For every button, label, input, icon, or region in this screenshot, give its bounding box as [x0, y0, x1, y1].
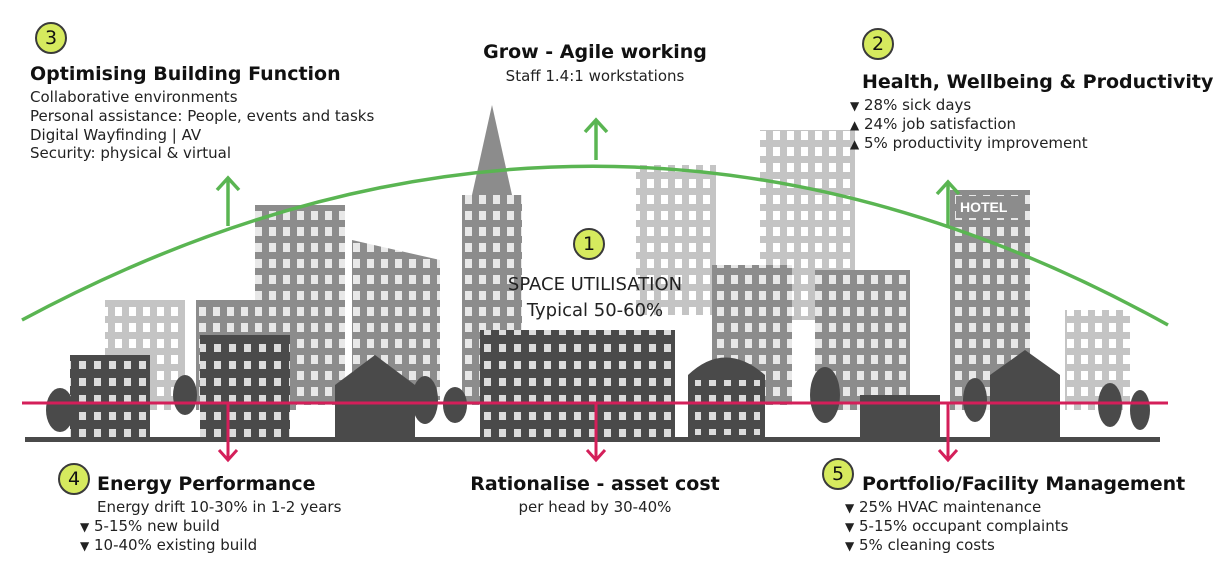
- health-title: Health, Wellbeing & Productivity: [862, 71, 1214, 93]
- badge-5: 5: [822, 458, 854, 490]
- optimising-line-4: Security: physical & virtual: [30, 144, 232, 163]
- optimising-list: Collaborative environments Personal assi…: [30, 88, 374, 163]
- foreground-buildings: [25, 330, 1160, 442]
- badge-3: 3: [35, 22, 67, 54]
- arrow-down-icon: ▼: [845, 519, 855, 534]
- portfolio-item: ▼5-15% occupant complaints: [845, 516, 1069, 535]
- optimising-line-2: Personal assistance: People, events and …: [30, 106, 375, 125]
- rationalise-title: Rationalise - asset cost: [470, 473, 720, 495]
- arrow-down-icon: ▼: [845, 538, 855, 553]
- optimising-line-1: Collaborative environments: [30, 88, 238, 106]
- health-item: ▼28% sick days: [850, 96, 972, 114]
- arrow-down-icon: ▼: [850, 99, 860, 113]
- grow-line: Staff 1.4:1 workstations: [505, 67, 685, 85]
- health-list: ▼28% sick days ▲24% job satisfaction ▲5%…: [850, 96, 1088, 152]
- energy-item: ▼5-15% new build: [80, 516, 220, 535]
- arrow-up-icon: ▲: [850, 136, 860, 151]
- optimising-title: Optimising Building Function: [30, 63, 341, 85]
- portfolio-list: ▼25% HVAC maintenance ▼5-15% occupant co…: [845, 498, 1068, 554]
- arrow-down-icon: ▼: [845, 501, 855, 515]
- energy-title: Energy Performance: [97, 473, 316, 495]
- arrow-down-icon: ▼: [80, 538, 90, 553]
- grow-title: Grow - Agile working: [483, 41, 707, 63]
- arrow-up-icon: ▲: [850, 117, 860, 132]
- health-item: ▲24% job satisfaction: [850, 114, 1017, 133]
- portfolio-item: ▼25% HVAC maintenance: [845, 498, 1042, 516]
- space-line: Typical 50-60%: [526, 300, 664, 321]
- hotel-sign: HOTEL: [960, 199, 1008, 215]
- badge-1: 1: [573, 228, 605, 260]
- energy-list: Energy drift 10-30% in 1-2 years ▼5-15% …: [80, 498, 341, 554]
- energy-item: ▼10-40% existing build: [80, 535, 258, 554]
- cost-baseline: [22, 401, 1168, 463]
- background-towers: [105, 130, 1130, 410]
- portfolio-title: Portfolio/Facility Management: [862, 473, 1186, 495]
- growth-arc: [21, 117, 1169, 327]
- health-item: ▲5% productivity improvement: [850, 133, 1088, 152]
- arrow-down-icon: ▼: [80, 519, 90, 534]
- space-title: SPACE UTILISATION: [507, 274, 683, 295]
- rationalise-line: per head by 30-40%: [518, 498, 672, 516]
- badge-2: 2: [862, 28, 894, 60]
- energy-line: Energy drift 10-30% in 1-2 years: [97, 498, 342, 516]
- badge-4: 4: [58, 463, 90, 495]
- optimising-line-3: Digital Wayfinding | AV: [30, 125, 202, 144]
- portfolio-item: ▼5% cleaning costs: [845, 535, 995, 554]
